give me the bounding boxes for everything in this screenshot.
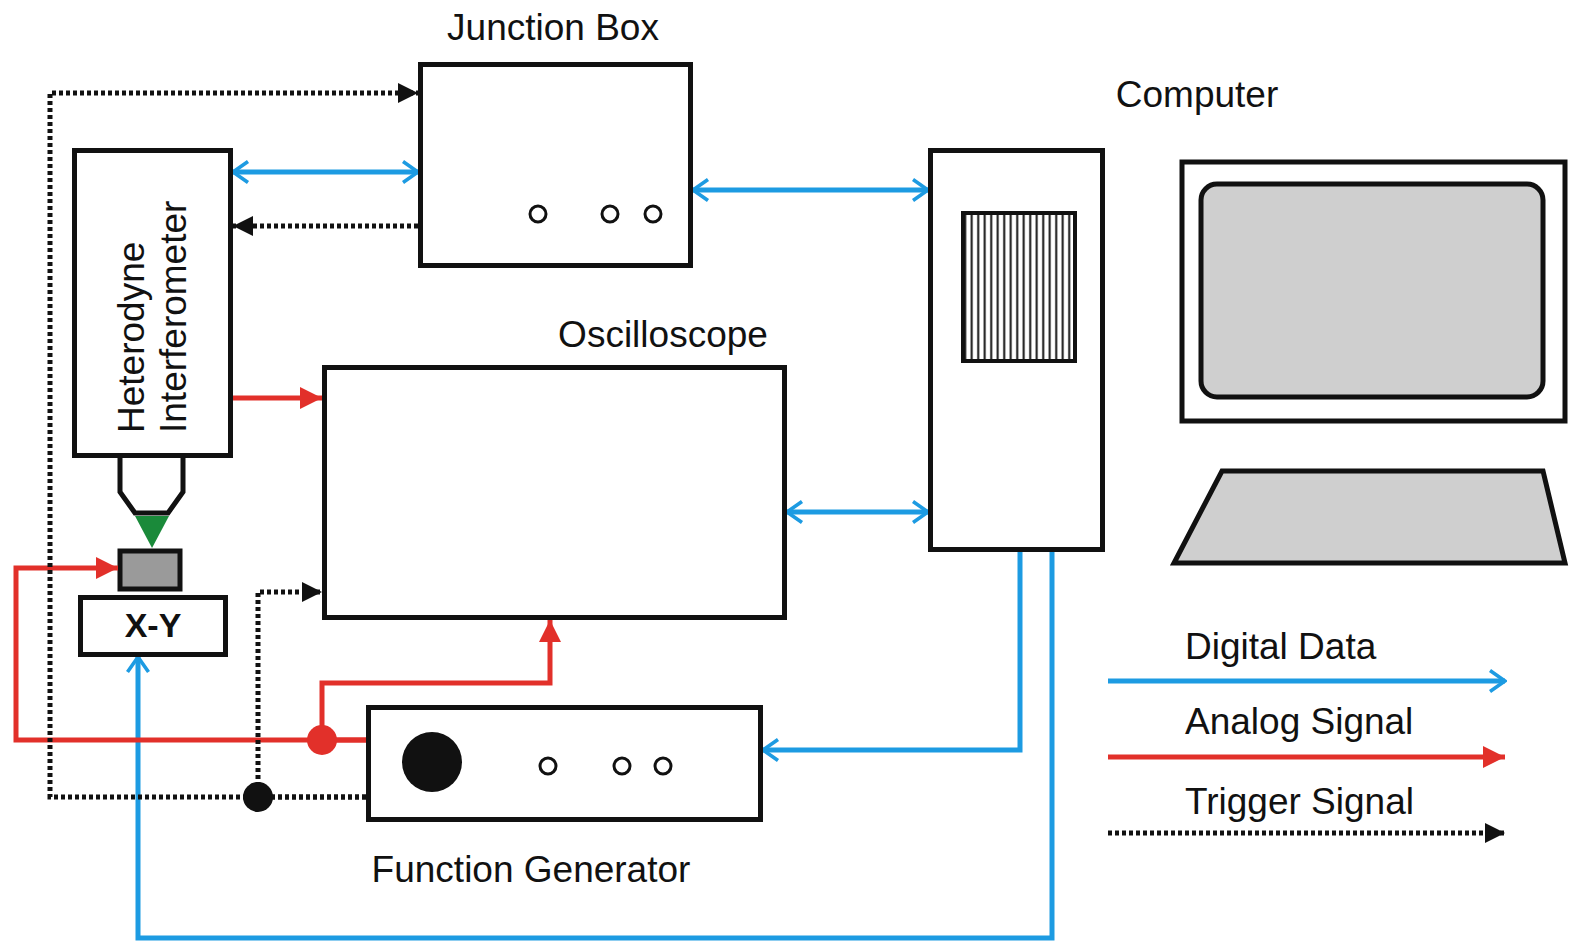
analog-connector [16, 568, 366, 740]
computer-tower: Computer [928, 148, 1105, 552]
legend-label: Trigger Signal [1185, 781, 1414, 824]
box-heading: Computer [1116, 74, 1278, 117]
junction-box: Junction Box [418, 62, 693, 268]
panel-knob [602, 206, 618, 222]
drive-slot [963, 213, 1075, 361]
box-heading: Function Generator [372, 849, 691, 892]
legend-sample [1108, 755, 1505, 760]
junction-dot [307, 725, 337, 755]
stage-box: X-Y [78, 595, 228, 657]
data-connector [763, 552, 1020, 750]
box-heading: Junction Box [447, 7, 659, 50]
panel-knob [645, 206, 661, 222]
trigger-connector [258, 592, 366, 797]
main-dial [402, 732, 462, 792]
oscilloscope-box: Oscilloscope [322, 365, 787, 620]
keyboard [1174, 471, 1565, 563]
data-connector [787, 510, 928, 515]
junction-dot [243, 782, 273, 812]
trigger-connector [233, 224, 418, 229]
panel-knob [614, 758, 630, 774]
sample [120, 551, 180, 589]
data-connector [138, 552, 1052, 938]
panel-knob [540, 758, 556, 774]
box-label: X-Y [125, 606, 182, 645]
panel-knob [655, 758, 671, 774]
analog-connector [322, 620, 550, 740]
objective-lens [120, 458, 183, 513]
function-generator-box: Function Generator [366, 705, 763, 822]
box-heading: Oscilloscope [558, 314, 768, 357]
monitor-frame [1182, 162, 1565, 421]
interferometer-box: Heterodyne Interferometer [72, 148, 233, 458]
legend-sample [1108, 831, 1505, 836]
analog-connector [233, 396, 322, 401]
monitor-screen [1201, 184, 1543, 397]
data-connector [233, 170, 418, 175]
trigger-connector [50, 93, 418, 797]
laser-beam [135, 516, 169, 548]
legend-label: Analog Signal [1185, 701, 1413, 744]
legend-sample [1108, 679, 1505, 684]
data-connector [693, 188, 928, 193]
panel-knob [530, 206, 546, 222]
box-label: Heterodyne Interferometer [111, 158, 195, 433]
legend-label: Digital Data [1185, 626, 1376, 669]
